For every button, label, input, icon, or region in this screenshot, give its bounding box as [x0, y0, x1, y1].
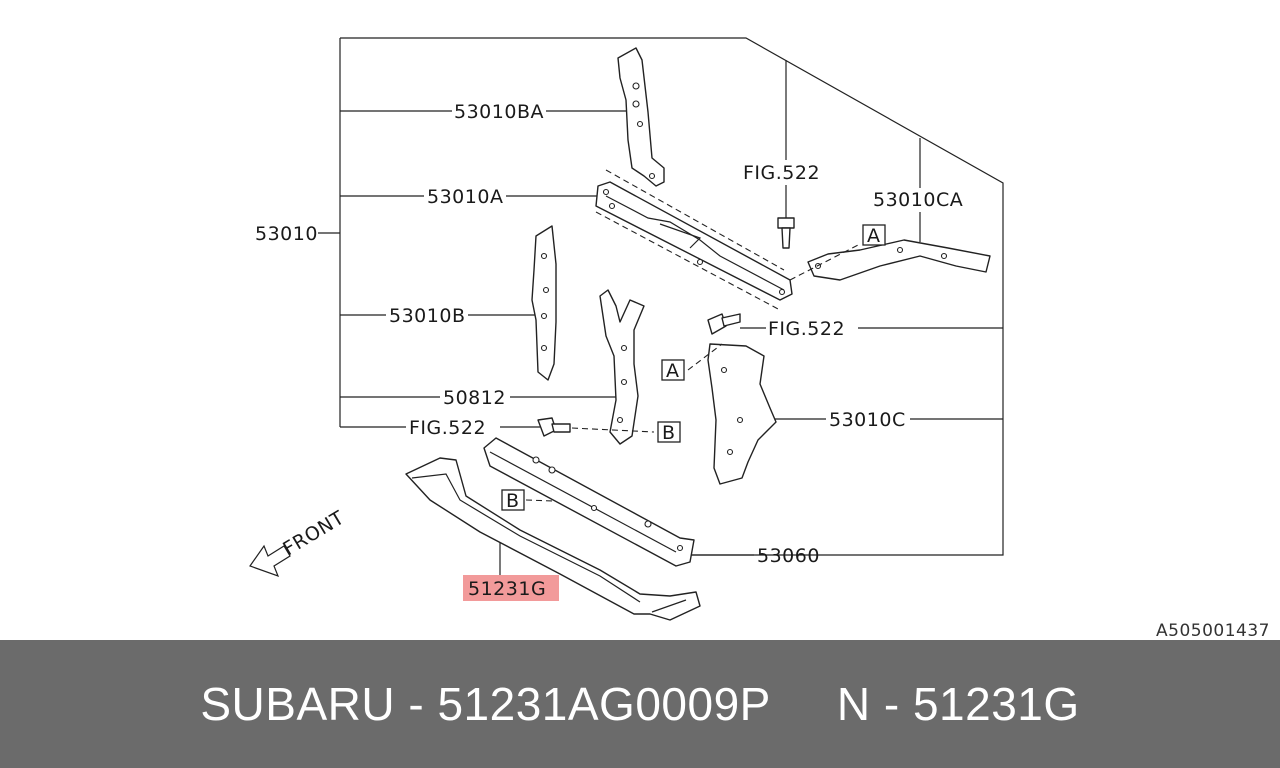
label-53010A: 53010A: [427, 186, 503, 208]
label-53010: 53010: [255, 223, 318, 245]
callout-B-right: B: [657, 421, 681, 444]
label-fig522-mid: FIG.522: [768, 318, 845, 340]
label-51231G-highlight: 51231G: [463, 575, 559, 601]
label-fig522-top: FIG.522: [743, 162, 820, 184]
footer-brand-part-number: SUBARU - 51231AG0009P: [200, 678, 771, 730]
svg-text:B: B: [506, 490, 520, 512]
part-53010BA-shape: [617, 47, 665, 187]
label-50812: 50812: [443, 387, 506, 409]
part-53010CA-shape: [807, 239, 991, 281]
diagram-reference-code: A505001437: [1156, 621, 1270, 641]
part-53010A-shape: [595, 169, 793, 311]
callout-A-mid: A: [661, 359, 685, 382]
svg-text:A: A: [666, 360, 680, 382]
part-50812-shape: [599, 289, 645, 445]
label-53010BA: 53010BA: [454, 101, 544, 123]
part-53060-shape: [483, 437, 695, 567]
label-53060: 53060: [757, 545, 820, 567]
parts-diagram: A A B B 53010 53010BA 53010A 53010B 5081…: [249, 37, 1004, 621]
leader-lines: [318, 37, 1004, 575]
front-arrow-icon: FRONT: [249, 507, 348, 578]
label-53010C: 53010C: [829, 409, 906, 431]
part-53010C-shape: [707, 343, 777, 485]
label-53010B: 53010B: [389, 305, 465, 327]
callout-B-lower: B: [501, 489, 525, 512]
label-53010CA: 53010CA: [873, 189, 963, 211]
footer-bar: SUBARU - 51231AG0009P N - 51231G: [0, 640, 1280, 768]
svg-text:B: B: [662, 422, 676, 444]
label-fig522-left: FIG.522: [409, 417, 486, 439]
footer-oem-reference: N - 51231G: [836, 678, 1080, 730]
part-51231G-shape: [405, 457, 701, 621]
callout-A-top: A: [862, 224, 886, 247]
part-53010B-shape: [531, 225, 557, 381]
svg-text:A: A: [867, 225, 881, 247]
label-51231G: 51231G: [468, 578, 546, 600]
front-label: FRONT: [279, 507, 348, 561]
